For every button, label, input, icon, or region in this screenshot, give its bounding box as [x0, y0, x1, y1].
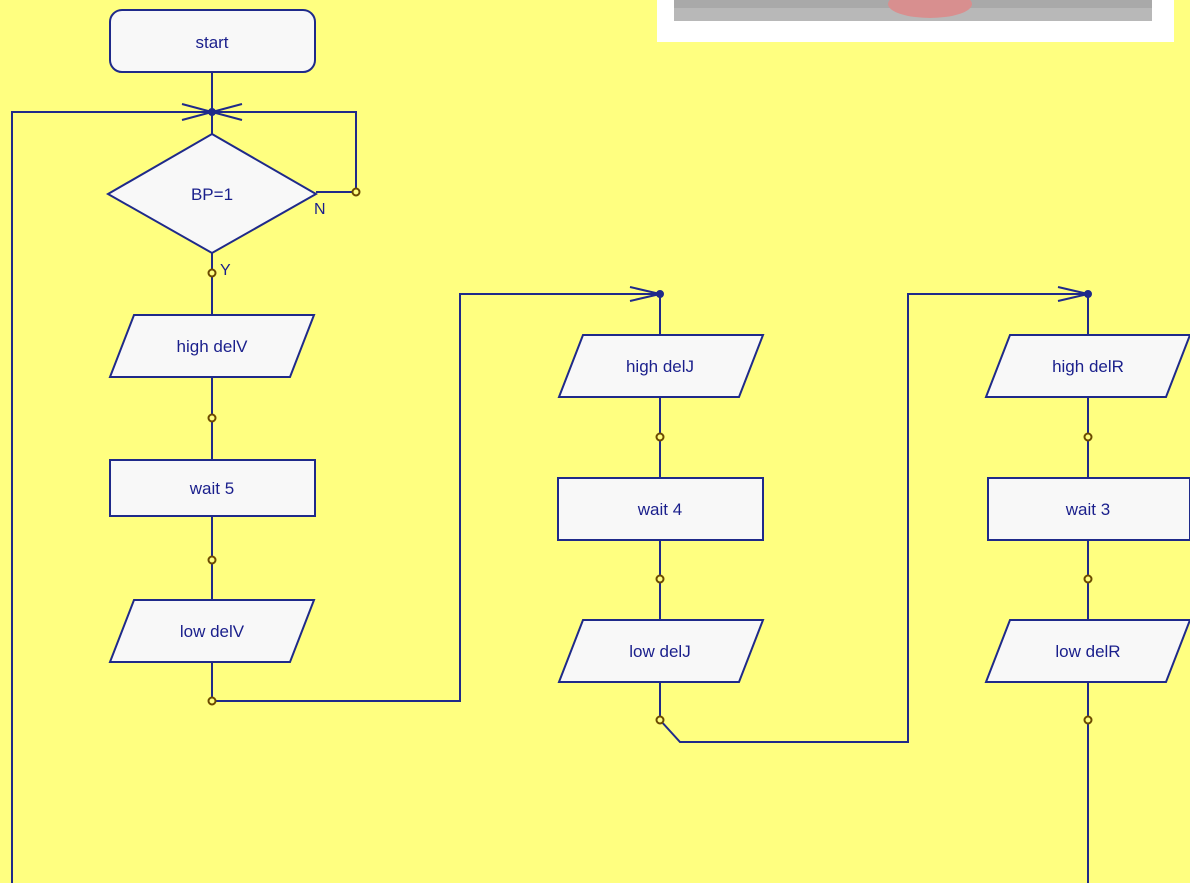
- output-low-delR-label: low delR: [1055, 642, 1120, 661]
- output-low-delJ-label: low delJ: [629, 642, 690, 661]
- output-high-delV[interactable]: high delV: [108, 314, 316, 378]
- branch-yes-label: Y: [220, 262, 231, 279]
- output-low-delV-label: low delV: [180, 622, 245, 641]
- branch-no-label: N: [314, 201, 326, 218]
- output-high-delR[interactable]: high delR: [984, 334, 1190, 398]
- connection-nodes: [207, 187, 1093, 725]
- start-label: start: [195, 33, 228, 52]
- wait-4-label: wait 4: [637, 500, 682, 519]
- decision-branch-labels: N Y: [220, 201, 326, 279]
- output-high-delJ[interactable]: high delJ: [557, 334, 765, 398]
- wait-5-process[interactable]: wait 5: [109, 459, 316, 517]
- photo-thumbnail: [657, 0, 1174, 42]
- wait-3-label: wait 3: [1065, 500, 1110, 519]
- merge-arrow-markers: [181, 103, 1092, 302]
- output-high-delR-label: high delR: [1052, 357, 1124, 376]
- wait-5-label: wait 5: [189, 479, 234, 498]
- output-low-delJ[interactable]: low delJ: [557, 619, 765, 683]
- output-high-delV-label: high delV: [177, 337, 249, 356]
- wait-3-process[interactable]: wait 3: [987, 477, 1190, 541]
- decision-condition: BP=1: [191, 185, 233, 204]
- decision-diamond[interactable]: BP=1: [105, 132, 319, 255]
- output-high-delJ-label: high delJ: [626, 357, 694, 376]
- flow-connectors: [11, 72, 1089, 883]
- output-low-delV[interactable]: low delV: [108, 599, 316, 663]
- output-low-delR[interactable]: low delR: [984, 619, 1190, 683]
- start-terminator[interactable]: start: [109, 9, 316, 73]
- wait-4-process[interactable]: wait 4: [557, 477, 764, 541]
